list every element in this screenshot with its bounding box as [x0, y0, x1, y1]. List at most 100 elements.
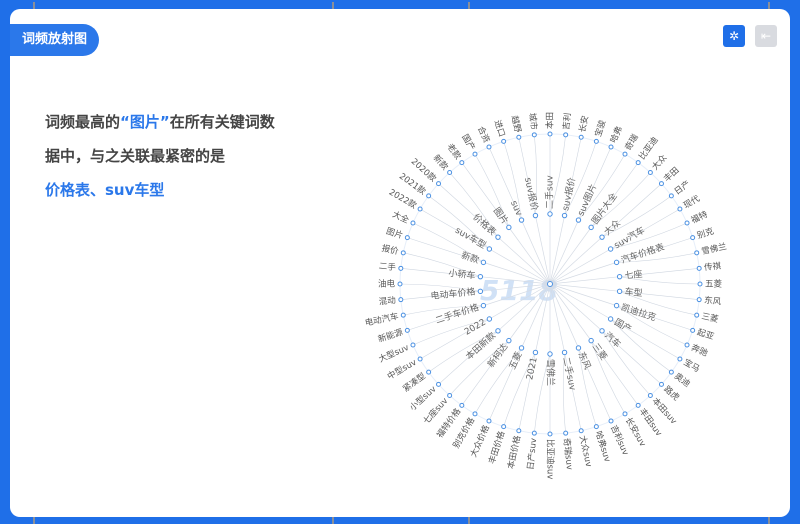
outer-node[interactable]	[690, 235, 696, 241]
inner-node[interactable]	[616, 288, 623, 295]
outer-node[interactable]	[668, 193, 674, 199]
outer-node[interactable]	[400, 312, 406, 318]
inner-node[interactable]	[532, 212, 539, 219]
outer-node[interactable]	[694, 250, 700, 256]
outer-node[interactable]	[472, 151, 478, 157]
outer-node[interactable]	[608, 418, 614, 424]
outer-node[interactable]	[547, 431, 553, 437]
outer-node[interactable]	[398, 297, 404, 303]
summary-text: 词频最高的“图片”在所有关键词数 据中，与之关联最紧密的是 价格表、suv车型	[45, 105, 295, 207]
inner-node[interactable]	[486, 316, 493, 322]
outer-node[interactable]	[436, 381, 442, 387]
outer-node-label: 奇瑞	[623, 132, 641, 153]
export-button[interactable]: ⇤	[755, 25, 777, 47]
outer-node[interactable]	[436, 181, 442, 187]
inner-node[interactable]	[575, 345, 582, 351]
outer-node[interactable]	[684, 220, 690, 226]
outer-node[interactable]	[404, 235, 410, 241]
outer-node[interactable]	[608, 144, 614, 150]
outer-node[interactable]	[397, 281, 403, 287]
outer-node[interactable]	[410, 342, 416, 348]
outer-node[interactable]	[486, 418, 492, 424]
outer-node[interactable]	[696, 297, 702, 303]
outer-node[interactable]	[516, 134, 522, 140]
outer-node[interactable]	[410, 220, 416, 226]
inner-node[interactable]	[547, 351, 553, 357]
tree-link	[610, 318, 672, 373]
outer-node[interactable]	[400, 250, 406, 256]
inner-node[interactable]	[588, 224, 594, 231]
outer-node[interactable]	[668, 369, 674, 375]
outer-node[interactable]	[501, 424, 507, 430]
outer-node[interactable]	[696, 265, 702, 271]
tree-link	[549, 283, 579, 349]
inner-node[interactable]	[588, 337, 594, 344]
inner-node[interactable]	[532, 349, 539, 356]
outer-node[interactable]	[593, 424, 599, 430]
outer-node[interactable]	[690, 327, 696, 333]
inner-node[interactable]	[575, 217, 582, 223]
outer-node[interactable]	[658, 181, 664, 187]
inner-node[interactable]	[518, 217, 525, 223]
outer-node[interactable]	[531, 430, 537, 436]
outer-node[interactable]	[447, 170, 453, 176]
outer-node-label: 油电	[378, 279, 396, 290]
outer-node[interactable]	[635, 402, 641, 408]
inner-node[interactable]	[495, 234, 501, 240]
outer-node[interactable]	[647, 392, 653, 398]
inner-node[interactable]	[480, 259, 487, 266]
outer-node[interactable]	[516, 428, 522, 434]
inner-node[interactable]	[477, 273, 484, 280]
outer-node[interactable]	[486, 144, 492, 150]
inner-node[interactable]	[486, 246, 493, 252]
inner-node[interactable]	[613, 259, 620, 266]
outer-node[interactable]	[417, 356, 423, 362]
settings-button[interactable]: ✲	[723, 25, 745, 47]
center-node[interactable]	[547, 281, 553, 287]
outer-node[interactable]	[593, 138, 599, 144]
inner-node[interactable]	[561, 212, 568, 219]
outer-node[interactable]	[578, 134, 584, 140]
inner-node[interactable]	[495, 328, 501, 334]
outer-node[interactable]	[684, 342, 690, 348]
inner-node[interactable]	[518, 345, 525, 351]
inner-node[interactable]	[599, 234, 605, 240]
inner-node[interactable]	[613, 302, 620, 309]
inner-node[interactable]	[616, 273, 623, 280]
outer-node[interactable]	[658, 381, 664, 387]
outer-node[interactable]	[578, 428, 584, 434]
outer-node[interactable]	[694, 312, 700, 318]
outer-node[interactable]	[677, 356, 683, 362]
inner-node[interactable]	[506, 224, 512, 231]
inner-node[interactable]	[506, 337, 512, 344]
inner-node[interactable]	[561, 349, 568, 356]
outer-node[interactable]	[417, 206, 423, 212]
inner-node[interactable]	[477, 288, 484, 295]
outer-node[interactable]	[472, 411, 478, 417]
outer-node[interactable]	[697, 281, 703, 287]
outer-node-label: 新能源	[377, 327, 405, 345]
inner-node[interactable]	[599, 328, 605, 334]
outer-node[interactable]	[501, 138, 507, 144]
outer-node[interactable]	[622, 151, 628, 157]
outer-node[interactable]	[647, 170, 653, 176]
outer-node[interactable]	[563, 430, 569, 436]
inner-node[interactable]	[547, 211, 553, 217]
inner-node[interactable]	[480, 302, 487, 309]
outer-node[interactable]	[531, 132, 537, 138]
outer-node[interactable]	[398, 265, 404, 271]
outer-node[interactable]	[459, 160, 465, 166]
outer-node[interactable]	[426, 193, 432, 199]
outer-node[interactable]	[447, 392, 453, 398]
outer-node[interactable]	[426, 369, 432, 375]
outer-node[interactable]	[563, 132, 569, 138]
tree-link	[407, 237, 484, 263]
inner-node[interactable]	[607, 246, 614, 252]
outer-node[interactable]	[622, 411, 628, 417]
outer-node[interactable]	[677, 206, 683, 212]
outer-node[interactable]	[635, 160, 641, 166]
inner-node[interactable]	[607, 316, 614, 322]
outer-node[interactable]	[547, 131, 553, 137]
outer-node[interactable]	[404, 327, 410, 333]
outer-node[interactable]	[459, 402, 465, 408]
